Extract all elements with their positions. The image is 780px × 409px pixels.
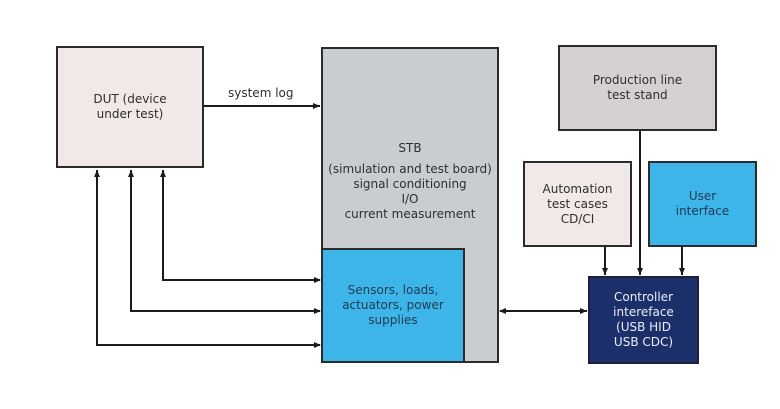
ui-line-2: interface bbox=[675, 204, 730, 218]
stb-line-3: signal conditioning bbox=[353, 177, 467, 191]
production-line-1: Production line bbox=[592, 73, 683, 87]
automation-line-1: Automation bbox=[542, 181, 613, 196]
sensors-box: Sensors, loads, actuators, power supplie… bbox=[321, 248, 465, 363]
controller-line-2: intereface bbox=[613, 305, 674, 319]
sensors-line-2: actuators, power bbox=[342, 298, 444, 312]
controller-line-1: Controller bbox=[613, 290, 673, 304]
controller-interface-box: Controller intereface (USB HID USB CDC) bbox=[588, 276, 699, 364]
dut-sensors-link-1 bbox=[160, 170, 321, 283]
stb-line-4: I/O bbox=[401, 192, 419, 206]
user-interface-box: User interface bbox=[648, 161, 757, 247]
automation-line-3: CD/CI bbox=[560, 211, 595, 226]
stb-title: STB bbox=[398, 141, 422, 155]
automation-box: Automation test cases CD/CI bbox=[523, 161, 632, 247]
dut-line-1: DUT (device bbox=[93, 92, 167, 106]
controller-line-4: USB CDC) bbox=[613, 335, 674, 349]
dut-sensors-link-3 bbox=[94, 170, 321, 348]
dut-box: DUT (device under test) bbox=[56, 46, 204, 168]
production-line-2: test stand bbox=[607, 88, 668, 102]
stb-line-2: (simulation and test board) bbox=[328, 162, 492, 176]
sensors-line-3: supplies bbox=[368, 313, 418, 327]
stb-line-5: current measurement bbox=[344, 207, 476, 221]
dut-line-2: under test) bbox=[96, 107, 164, 121]
sensors-line-1: Sensors, loads, bbox=[347, 283, 439, 297]
automation-line-2: test cases bbox=[547, 196, 608, 211]
system-log-label: system log bbox=[228, 86, 294, 100]
controller-line-3: (USB HID bbox=[616, 320, 671, 334]
production-line-box: Production line test stand bbox=[558, 45, 717, 131]
ui-line-1: User bbox=[688, 189, 717, 203]
dut-sensors-link-2 bbox=[128, 170, 321, 314]
